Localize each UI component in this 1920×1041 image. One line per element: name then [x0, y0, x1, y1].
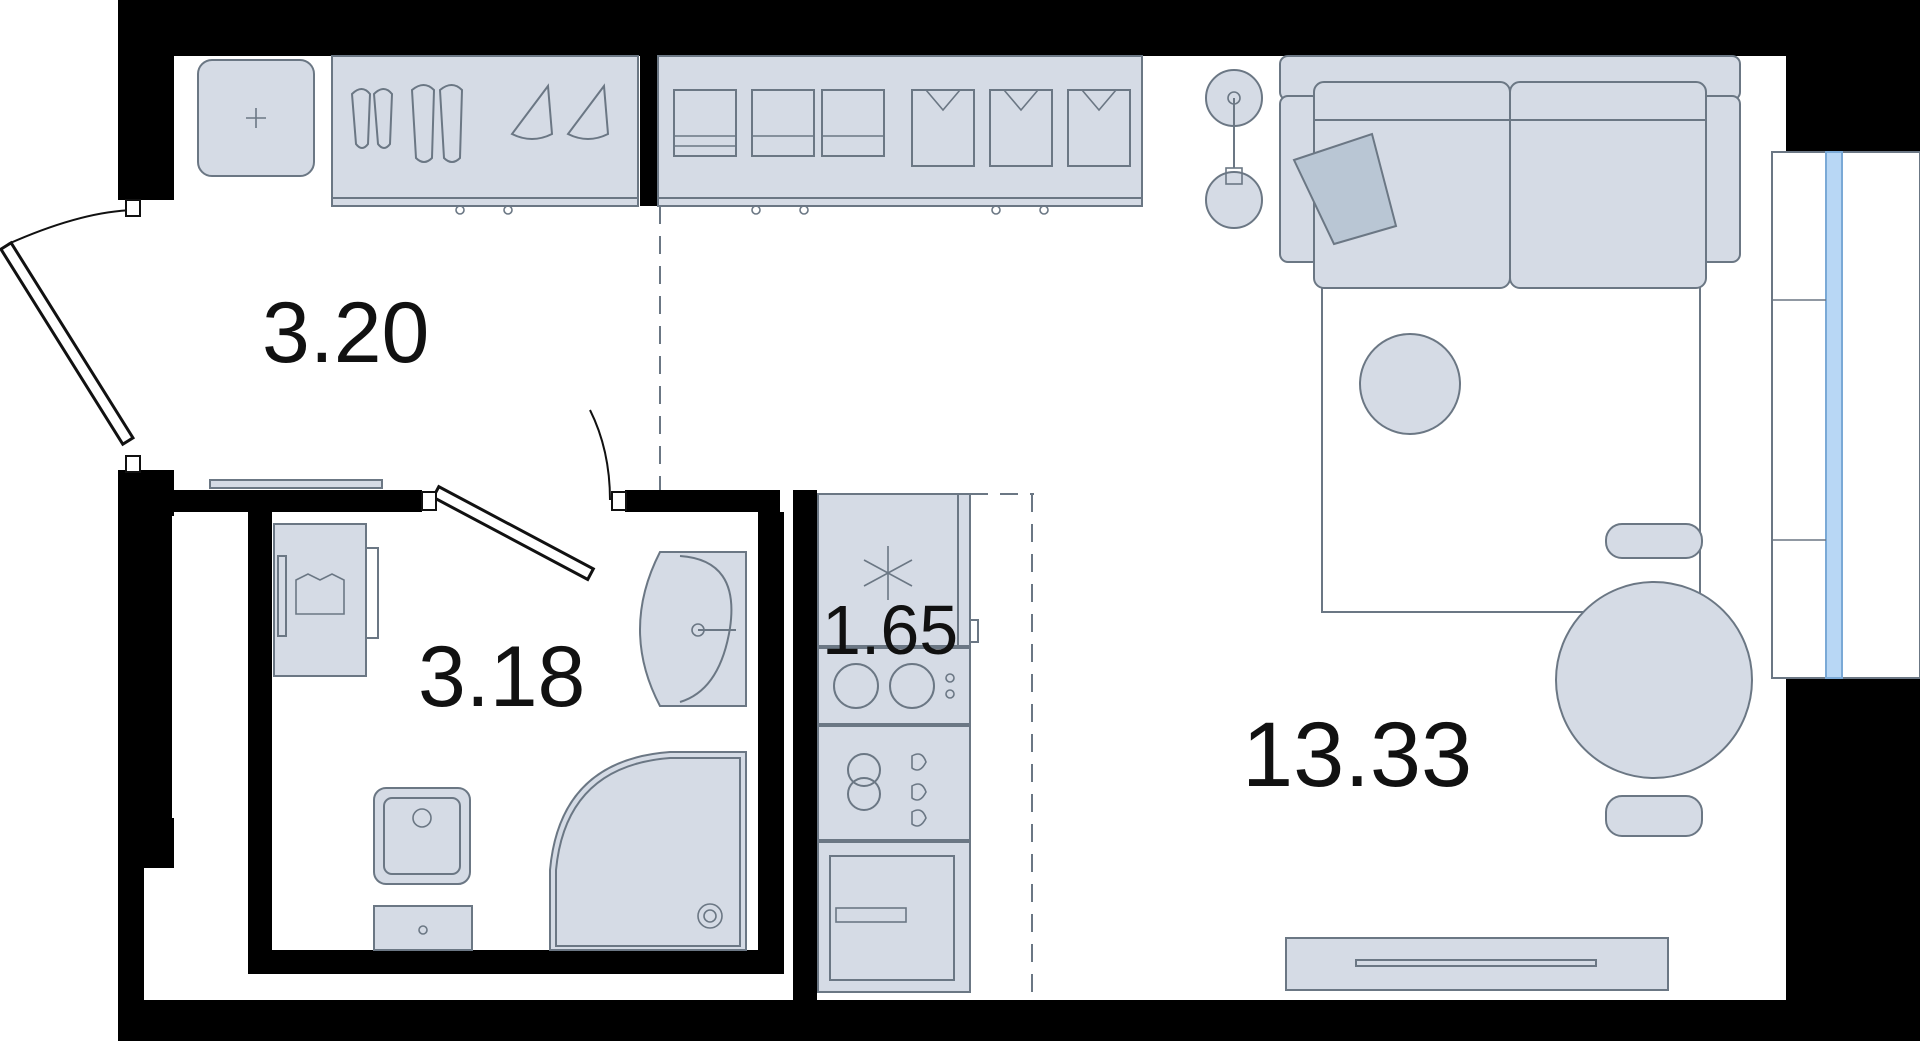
tv-icon — [1285, 937, 1669, 991]
toilet-icon — [373, 787, 471, 885]
bathroom-door — [421, 409, 627, 582]
hallway — [197, 55, 1143, 490]
room-area-hallway: 3.20 — [262, 285, 429, 381]
sink-icon — [639, 551, 747, 707]
living-room — [1205, 55, 1753, 991]
room-area-kitchen: 1.65 — [822, 591, 958, 669]
room-area-bathroom: 3.18 — [418, 629, 585, 725]
rug-icon — [1321, 269, 1701, 613]
door-icon — [0, 240, 136, 447]
oven-icon — [817, 725, 971, 841]
window-icon — [1771, 151, 1920, 679]
shower-icon — [549, 751, 747, 951]
folded-clothes-icon — [673, 89, 885, 157]
kitchen — [817, 493, 1034, 1000]
coffee-table-icon — [1359, 333, 1461, 435]
walls — [118, 0, 1920, 1041]
shoes-icon — [350, 84, 464, 163]
bathroom — [273, 523, 747, 951]
washing-machine-icon — [273, 523, 367, 677]
shirt-icon — [911, 89, 1131, 167]
snowflake-icon — [863, 546, 913, 600]
floor-lamp-icon — [1205, 69, 1263, 229]
chair-icon — [1605, 523, 1703, 837]
cooktop-icon — [817, 647, 971, 725]
dining-table-icon — [1555, 581, 1753, 779]
pillow-icon — [1292, 132, 1398, 246]
kitchen-sink-icon — [817, 841, 971, 993]
entrance-door — [0, 199, 141, 473]
hanger-icon — [510, 83, 610, 140]
room-area-living: 13.33 — [1242, 704, 1472, 806]
